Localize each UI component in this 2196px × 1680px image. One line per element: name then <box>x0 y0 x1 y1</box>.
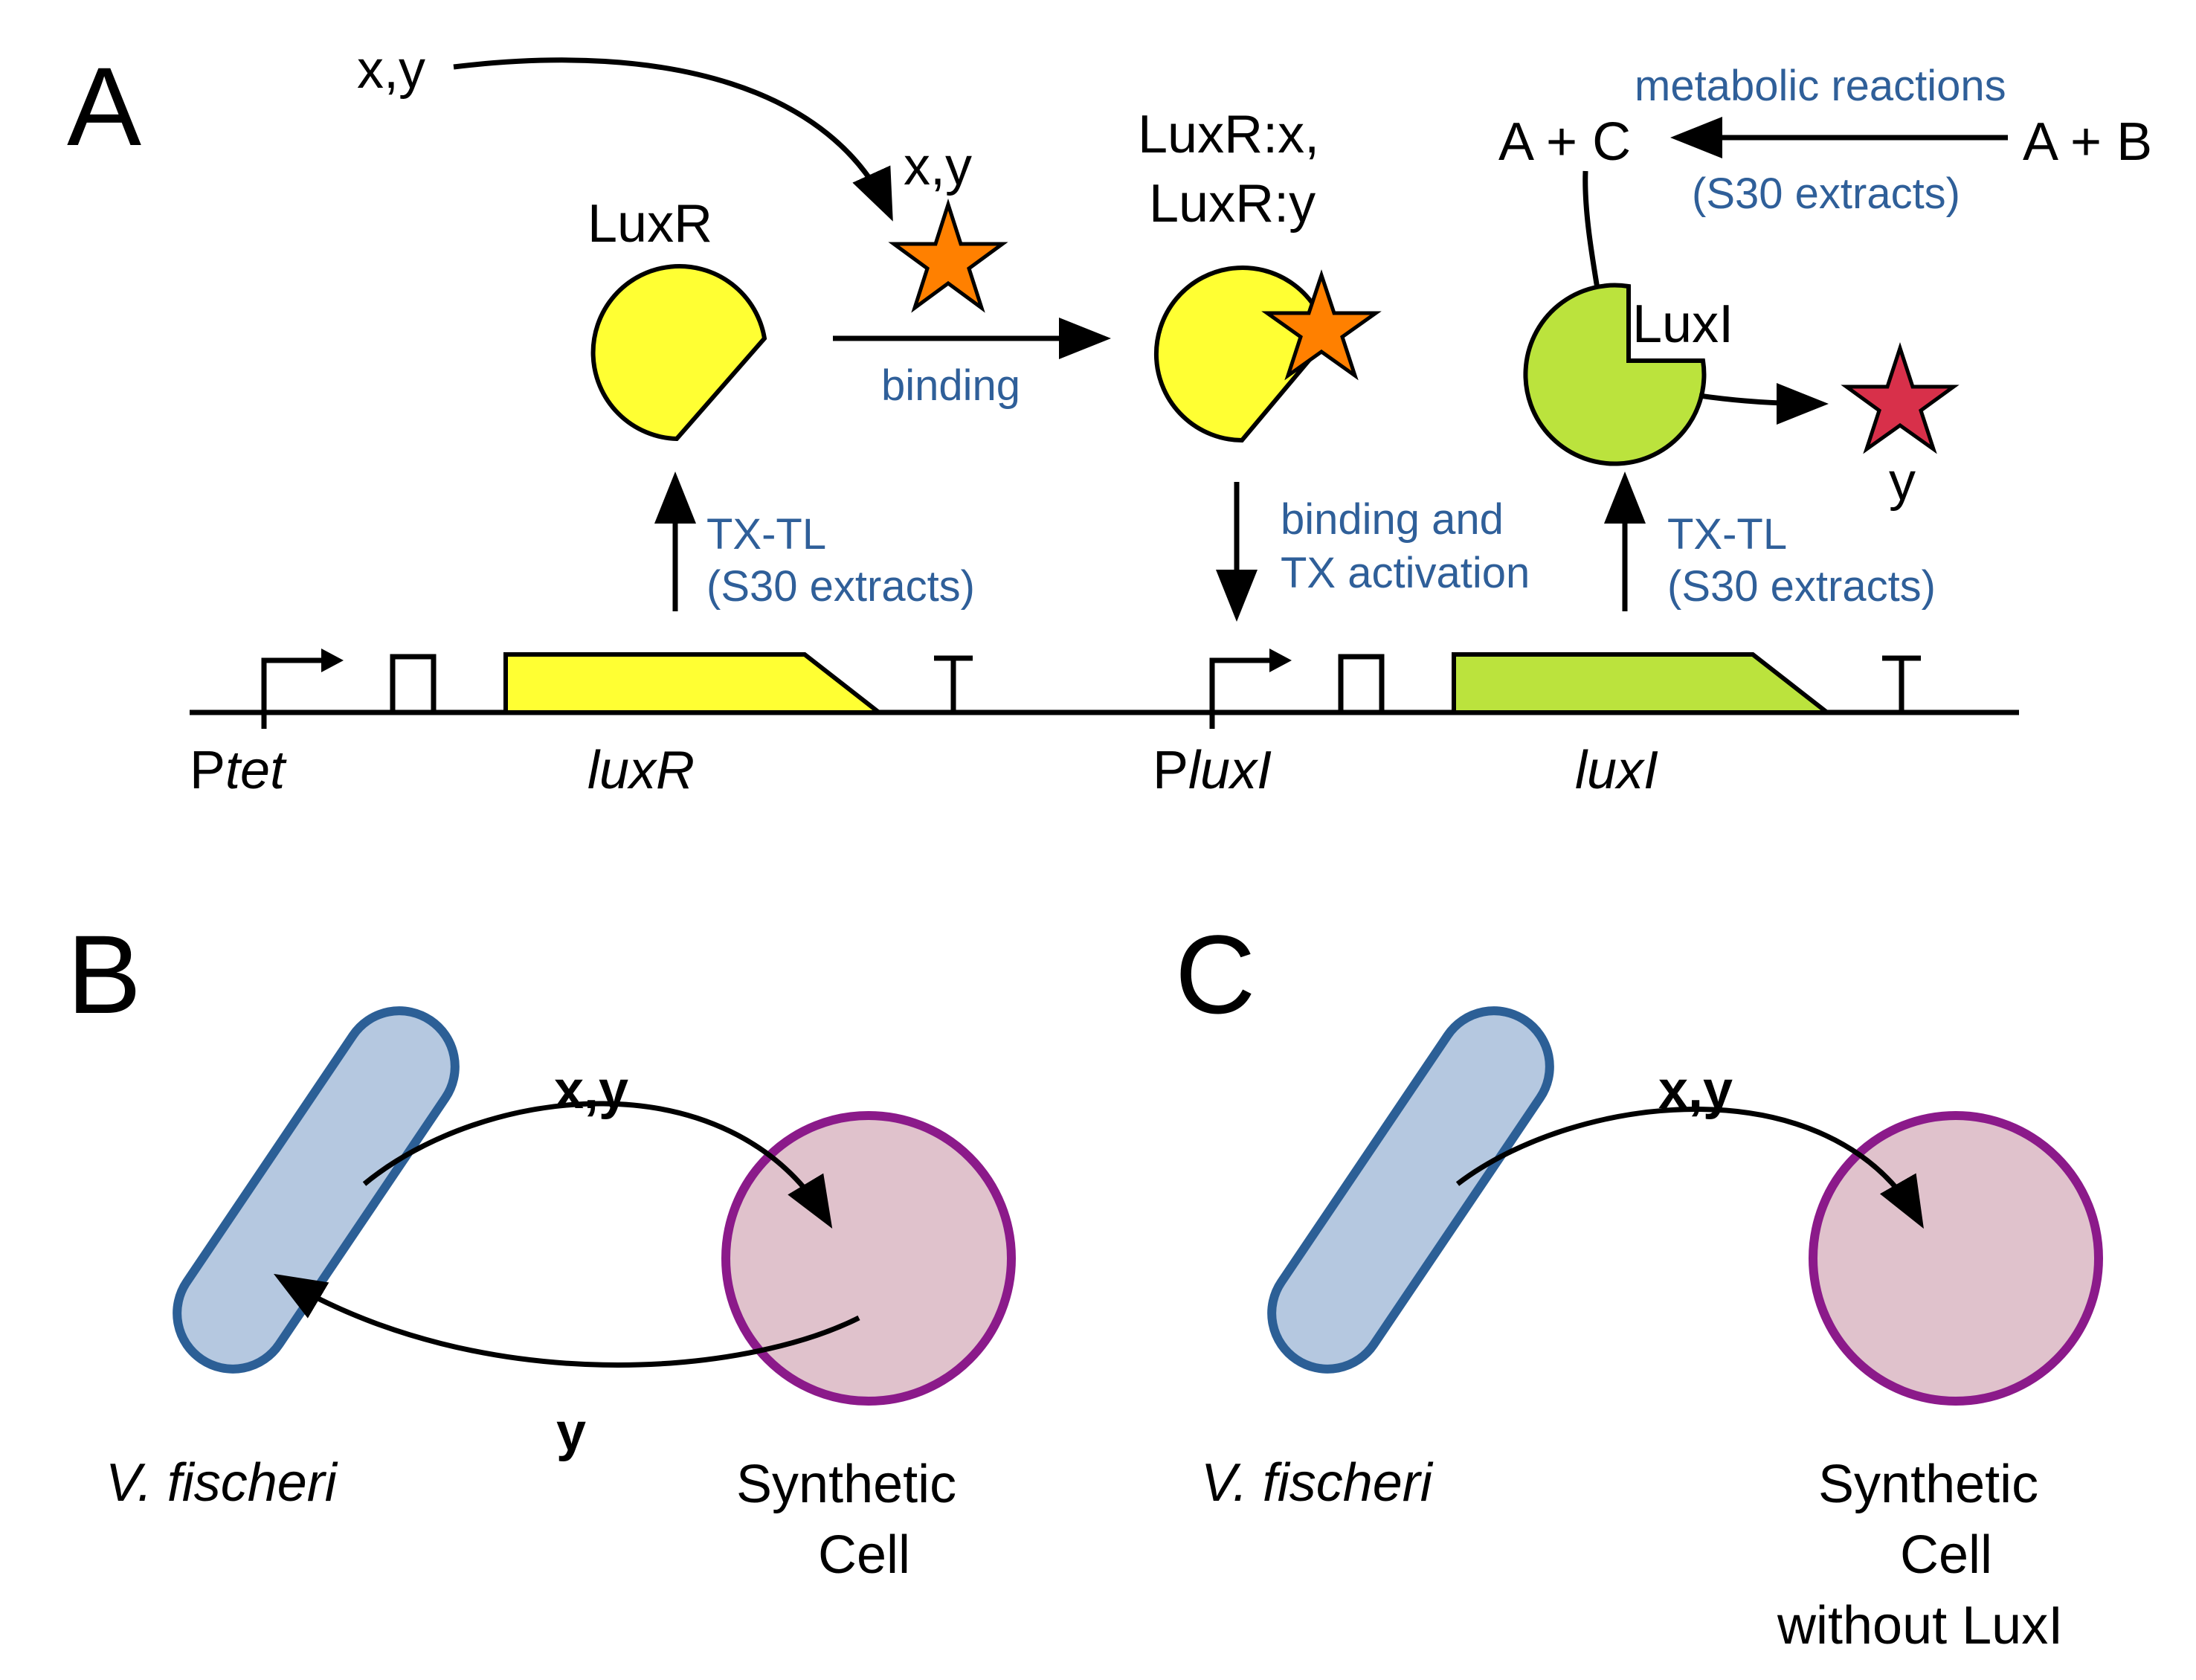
terminator-icon <box>934 655 973 712</box>
b-vfischeri-label: V. fischeri <box>106 1453 338 1513</box>
c-xy-label: x,y <box>1658 1061 1733 1120</box>
b-xy-label: x,y <box>554 1061 628 1120</box>
bound-star-icon <box>1261 269 1382 381</box>
b-y-label: y <box>556 1403 586 1462</box>
input-xy-label: x,y <box>357 40 425 100</box>
ac-label: A + C <box>1498 112 1631 172</box>
metabolic-label: metabolic reactions <box>1635 62 2006 110</box>
c-xy-transfer-arrow <box>1455 1107 1924 1229</box>
pluxi-arrowhead <box>1269 648 1292 672</box>
panel-a-letter: A <box>67 44 141 169</box>
star-xy-label: x,y <box>904 137 972 196</box>
binding-tx-line1: binding and <box>1281 495 1504 544</box>
b-cell-line2: Cell <box>818 1525 910 1585</box>
promoter-arrow-icon <box>261 657 327 729</box>
txtl-left-line2: (S30 extracts) <box>706 562 975 611</box>
c-cell-line2: Cell <box>1900 1525 1992 1585</box>
c-vfischeri-label: V. fischeri <box>1201 1453 1434 1513</box>
star-icon <box>888 198 1008 313</box>
luxi-link-line <box>1582 170 1602 298</box>
ab-label: A + B <box>2023 112 2152 172</box>
txtl-right-line1: TX-TL <box>1667 510 1787 559</box>
complex-label-line1: LuxR:x, <box>1138 105 1319 164</box>
promoter-arrowhead <box>321 648 344 672</box>
luxi-enzyme-label: LuxI <box>1632 295 1733 354</box>
s30-top-label: (S30 extracts) <box>1692 170 1960 218</box>
luxr-protein-label: LuxR <box>587 194 712 254</box>
luxi-gene-icon <box>1452 652 1834 715</box>
circle-cell-icon <box>721 1111 1016 1406</box>
rod-bacterium-icon <box>173 1006 460 1374</box>
complex-label-line2: LuxR:y <box>1149 174 1316 234</box>
c-cell-line3: without LuxI <box>1777 1596 2063 1655</box>
terminator2-icon <box>1882 655 1921 712</box>
y-return-arrow <box>273 1273 860 1368</box>
luxi-product-arrow <box>1698 382 1829 425</box>
product-y-label: y <box>1889 452 1916 512</box>
pluxi-label: PluxI <box>1153 741 1272 800</box>
c-cell-line1: Synthetic <box>1818 1455 2038 1514</box>
ptet-label: Ptet <box>190 741 287 800</box>
pluxi-promoter-icon <box>1209 657 1275 729</box>
complex-protein-icon <box>1153 265 1330 443</box>
panel-c-letter: C <box>1175 912 1255 1037</box>
luxr-gene-icon <box>503 652 886 715</box>
xy-transfer-arrow <box>362 1101 833 1229</box>
binding-label: binding <box>881 361 1020 410</box>
luxr-gene-label: luxR <box>587 741 695 800</box>
rbs2-icon <box>1338 654 1385 712</box>
txtl-right-line2: (S30 extracts) <box>1667 562 1936 611</box>
b-cell-line1: Synthetic <box>736 1455 956 1514</box>
rbs-icon <box>390 654 437 712</box>
luxi-gene-label: luxI <box>1575 741 1658 800</box>
txtl-left-line1: TX-TL <box>706 510 826 559</box>
pacman-protein-icon <box>590 264 767 442</box>
luxi-enzyme-icon <box>1523 283 1707 466</box>
circle-cell-icon-c <box>1809 1111 2103 1406</box>
panel-b-letter: B <box>67 912 141 1037</box>
product-star-icon <box>1841 341 1960 454</box>
rod-bacterium-icon-c <box>1267 1006 1554 1374</box>
input-curve-arrow <box>453 57 893 222</box>
binding-tx-line2: TX activation <box>1281 549 1530 597</box>
